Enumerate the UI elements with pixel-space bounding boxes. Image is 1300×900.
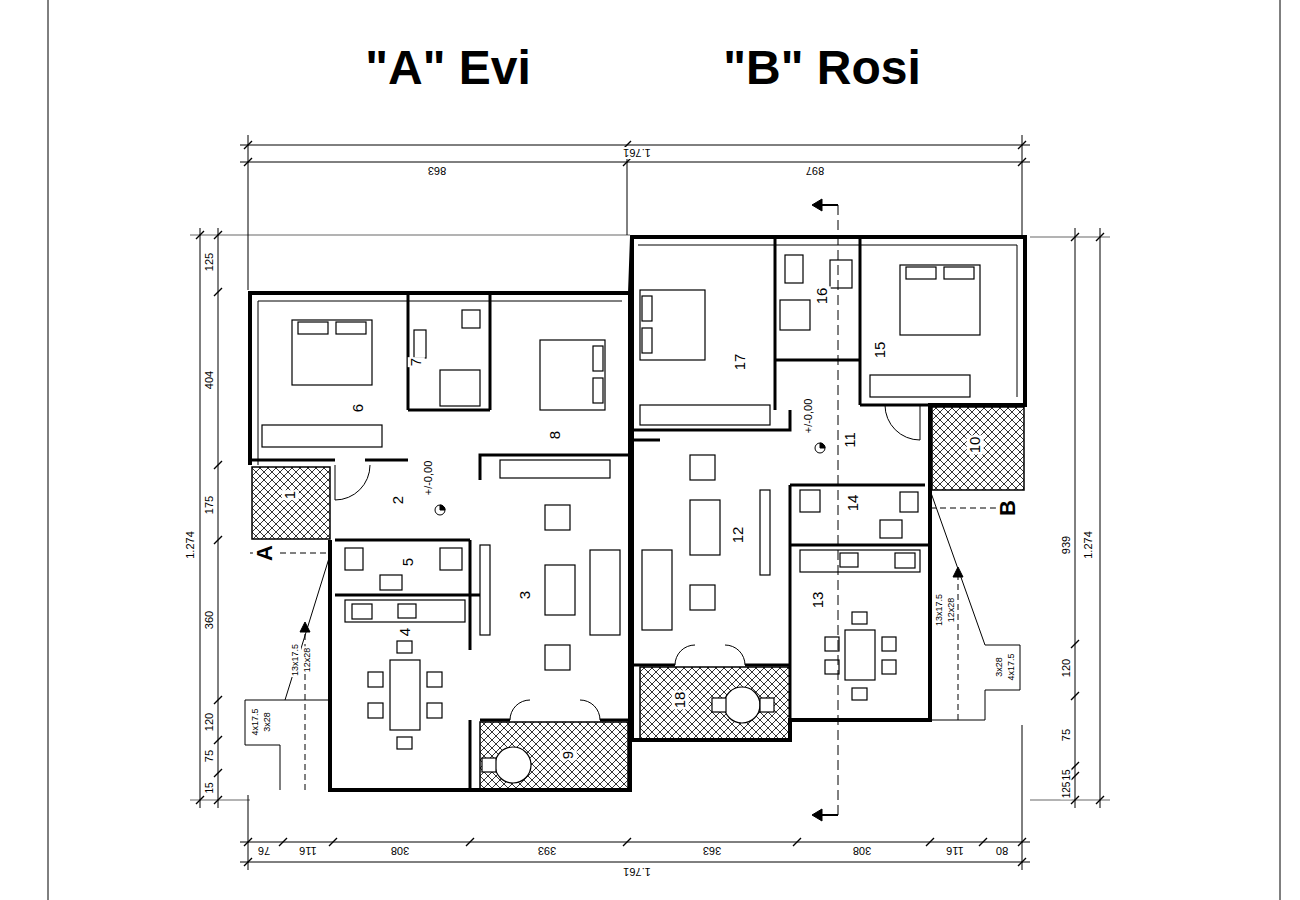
dimension-label: 120 bbox=[203, 712, 215, 732]
room-number: 2 bbox=[390, 495, 407, 505]
dimension-label: 308 bbox=[390, 845, 410, 857]
room-number: 9 bbox=[560, 750, 577, 760]
title-text: "A" Evi bbox=[364, 42, 532, 95]
dimension-label: 863 bbox=[427, 165, 447, 177]
dimension-label: 363 bbox=[702, 845, 722, 857]
room-number: 5 bbox=[400, 557, 417, 567]
room-number: 11 bbox=[842, 431, 859, 449]
room-number: 6 bbox=[350, 403, 367, 413]
title-text: "B" Rosi bbox=[722, 42, 922, 95]
stair-note: 12x28 bbox=[947, 597, 957, 624]
dimension-label: 1.761 bbox=[622, 866, 652, 878]
dimension-label: 1.761 bbox=[622, 147, 652, 159]
room-number: 10 bbox=[967, 436, 984, 455]
room-number: 7 bbox=[408, 357, 425, 367]
dimension-label: 15 bbox=[204, 781, 215, 794]
room-number: 1 bbox=[282, 490, 299, 500]
room-number: 18 bbox=[672, 691, 689, 710]
stair-note: 12x28 bbox=[303, 647, 313, 674]
dimension-label: 308 bbox=[852, 845, 872, 857]
room-number: 15 bbox=[872, 341, 889, 360]
dimension-label: 175 bbox=[203, 495, 215, 515]
dimension-label: 15 bbox=[1061, 768, 1072, 781]
level-mark: +/-0,00 bbox=[802, 398, 814, 435]
dimension-label: 360 bbox=[203, 610, 215, 630]
room-number: 3 bbox=[517, 590, 534, 600]
room-number: 14 bbox=[845, 494, 862, 513]
stair-note: 3x28 bbox=[995, 656, 1005, 678]
dimension-label: 116 bbox=[945, 845, 965, 857]
dimension-label: 125 bbox=[203, 252, 215, 272]
dimension-label: 75 bbox=[203, 749, 215, 763]
dimension-label: 125 bbox=[1061, 781, 1072, 800]
stair-note: 3x28 bbox=[263, 711, 273, 733]
room-number: 13 bbox=[810, 591, 827, 610]
dimension-label: 80 bbox=[995, 845, 1009, 857]
stair-note: 13x17.5 bbox=[291, 643, 301, 677]
level-mark: +/-0,00 bbox=[422, 460, 434, 497]
dimension-label: 404 bbox=[203, 370, 215, 390]
room-number: 8 bbox=[547, 430, 564, 440]
dimension-label: 939 bbox=[1060, 535, 1072, 555]
room-number: 12 bbox=[730, 526, 747, 545]
room-number: 17 bbox=[732, 353, 749, 372]
dimension-label: 1.274 bbox=[1082, 530, 1094, 560]
dimension-label: 75 bbox=[1060, 728, 1072, 742]
dimension-label: 393 bbox=[537, 845, 557, 857]
stair-note: 13x17.5 bbox=[935, 593, 945, 627]
dimension-label: 76 bbox=[257, 845, 271, 857]
room-number: 4 bbox=[397, 627, 414, 637]
dimension-label: 897 bbox=[805, 165, 825, 177]
dimension-label: 120 bbox=[1060, 658, 1072, 678]
dimension-label: 116 bbox=[298, 845, 318, 857]
stair-note: 4x17.5 bbox=[251, 707, 261, 736]
section-mark: A bbox=[253, 544, 277, 562]
section-mark: B bbox=[996, 499, 1020, 517]
room-number: 16 bbox=[814, 287, 831, 306]
stair-note: 4x17.5 bbox=[1007, 652, 1017, 681]
dimension-label: 1.274 bbox=[184, 530, 196, 560]
